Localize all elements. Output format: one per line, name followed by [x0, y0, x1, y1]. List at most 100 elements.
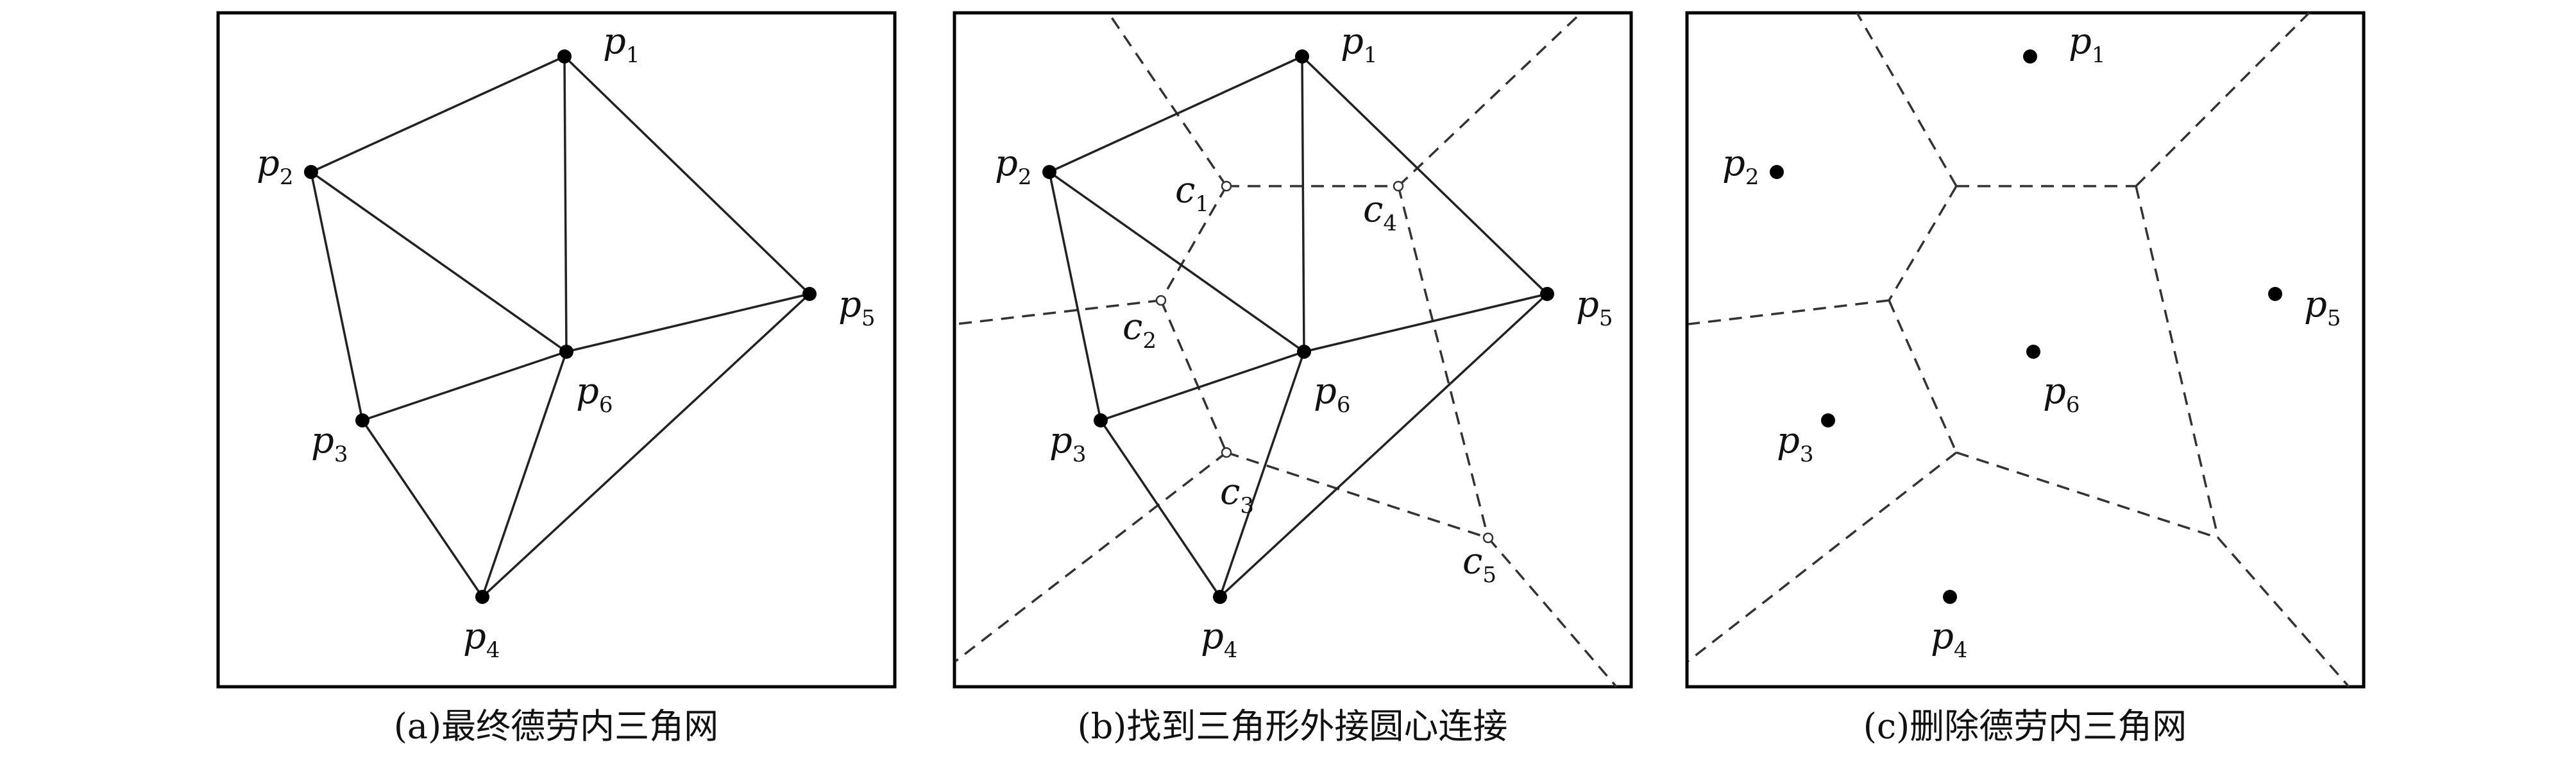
site-point-p4	[475, 590, 489, 604]
circumcenter-c3	[1221, 447, 1232, 458]
delaunay-edge	[1219, 351, 1305, 598]
site-label-p5: p5	[2304, 284, 2341, 331]
site-point-p2	[1770, 165, 1784, 179]
site-label-p3: p3	[311, 420, 348, 467]
voronoi-edge	[1397, 185, 1489, 538]
circumcenter-label-c5: c5	[1462, 540, 1496, 588]
voronoi-edge	[1856, 12, 1958, 187]
circumcenter-points-b	[1155, 180, 1494, 544]
delaunay-edge	[1303, 293, 1548, 353]
site-point-p3	[1821, 413, 1835, 427]
delaunay-edge	[310, 171, 364, 421]
circumcenter-label-c1: c1	[1175, 169, 1209, 217]
site-points-b	[1042, 49, 1554, 604]
circumcenter-label-c4: c4	[1363, 189, 1397, 236]
site-point-p5	[2268, 287, 2282, 301]
site-label-p1: p1	[603, 21, 640, 68]
delaunay-edge	[1099, 420, 1221, 598]
site-point-p6	[559, 345, 573, 359]
site-label-p2: p2	[257, 142, 294, 190]
delaunay-edge	[1301, 56, 1305, 352]
delaunay-edge	[481, 293, 811, 598]
voronoi-edge	[1107, 12, 1228, 187]
delaunay-edge	[362, 350, 567, 422]
delaunay-edge	[1100, 350, 1305, 422]
voronoi-edge	[954, 451, 1228, 662]
delaunay-edge	[563, 55, 811, 295]
site-points-c	[1770, 49, 2282, 604]
panel-b-frame	[953, 11, 1633, 689]
voronoi-edge	[2135, 185, 2219, 538]
site-point-p5	[802, 287, 817, 301]
delaunay-edge	[481, 351, 568, 598]
voronoi-edge	[955, 299, 1162, 325]
site-label-p4: p4	[463, 616, 500, 663]
circumcenter-c5	[1482, 532, 1494, 544]
site-point-p1	[557, 49, 572, 64]
site-label-p5: p5	[838, 284, 876, 331]
site-label-p2: p2	[995, 142, 1032, 190]
delaunay-edge	[361, 420, 484, 598]
site-point-p3	[355, 413, 369, 427]
site-point-p1	[1295, 49, 1309, 64]
voronoi-edges-c	[1687, 12, 2350, 688]
site-label-p6: p6	[576, 370, 613, 418]
delaunay-edge	[310, 55, 565, 173]
site-point-p2	[304, 165, 318, 179]
panel-b-caption: (b)找到三角形外接圆心连接	[1078, 706, 1508, 746]
site-point-p4	[1943, 590, 1957, 604]
delaunay-edge	[1048, 171, 1102, 421]
site-label-p6: p6	[1314, 370, 1351, 418]
site-label-p4: p4	[1201, 616, 1238, 663]
voronoi-edge	[2217, 537, 2350, 688]
delaunay-edge	[1048, 171, 1305, 353]
voronoi-edge	[1160, 185, 1228, 301]
delaunay-edges-a	[310, 55, 811, 598]
voronoi-edge	[1160, 300, 1228, 453]
panel-a-final-delaunay: p1 p2 p3 p4 p5 p6 (a)最终德劳内三角网	[216, 11, 897, 746]
circumcenter-label-c3: c3	[1220, 471, 1254, 519]
delaunay-edge	[1301, 55, 1548, 295]
site-point-p3	[1094, 413, 1108, 427]
site-label-p6: p6	[2043, 370, 2080, 418]
site-label-p3: p3	[1049, 420, 1087, 467]
site-label-p3: p3	[1777, 420, 1814, 467]
site-point-p1	[2023, 49, 2037, 64]
delaunay-edge	[563, 56, 568, 352]
voronoi-edge	[1688, 299, 1890, 325]
delaunay-edge	[566, 293, 810, 353]
site-label-p2: p2	[1722, 142, 1759, 190]
site-points-a	[304, 49, 817, 604]
panel-c-caption: (c)删除德劳内三角网	[1863, 706, 2187, 746]
voronoi-edge	[1487, 537, 1618, 688]
delaunay-edges-b	[1048, 55, 1548, 598]
panel-a-caption: (a)最终德劳内三角网	[394, 706, 718, 746]
voronoi-edge	[1687, 451, 1958, 662]
site-labels-a: p1 p2 p3 p4 p5 p6	[257, 21, 876, 663]
voronoi-edge	[1888, 300, 1958, 453]
site-point-p5	[1540, 287, 1554, 301]
site-point-p2	[1042, 165, 1056, 179]
voronoi-edge	[1888, 185, 1958, 301]
site-point-p4	[1213, 590, 1227, 604]
delaunay-edge	[1049, 55, 1303, 173]
site-label-p5: p5	[1576, 284, 1613, 331]
voronoi-edge	[1226, 451, 1489, 539]
site-label-p1: p1	[1341, 21, 1378, 68]
circumcenter-c4	[1393, 180, 1404, 192]
delaunay-edge	[1219, 293, 1548, 598]
site-label-p4: p4	[1931, 616, 1968, 663]
site-point-p6	[2026, 345, 2040, 359]
circumcenter-c2	[1155, 295, 1167, 306]
delaunay-edge	[310, 171, 568, 353]
panel-c-frame	[1685, 11, 2366, 689]
panel-a-frame	[216, 11, 897, 689]
voronoi-edges-b	[954, 12, 1618, 688]
voronoi-edge	[1956, 451, 2219, 539]
circumcenter-c1	[1221, 180, 1232, 192]
